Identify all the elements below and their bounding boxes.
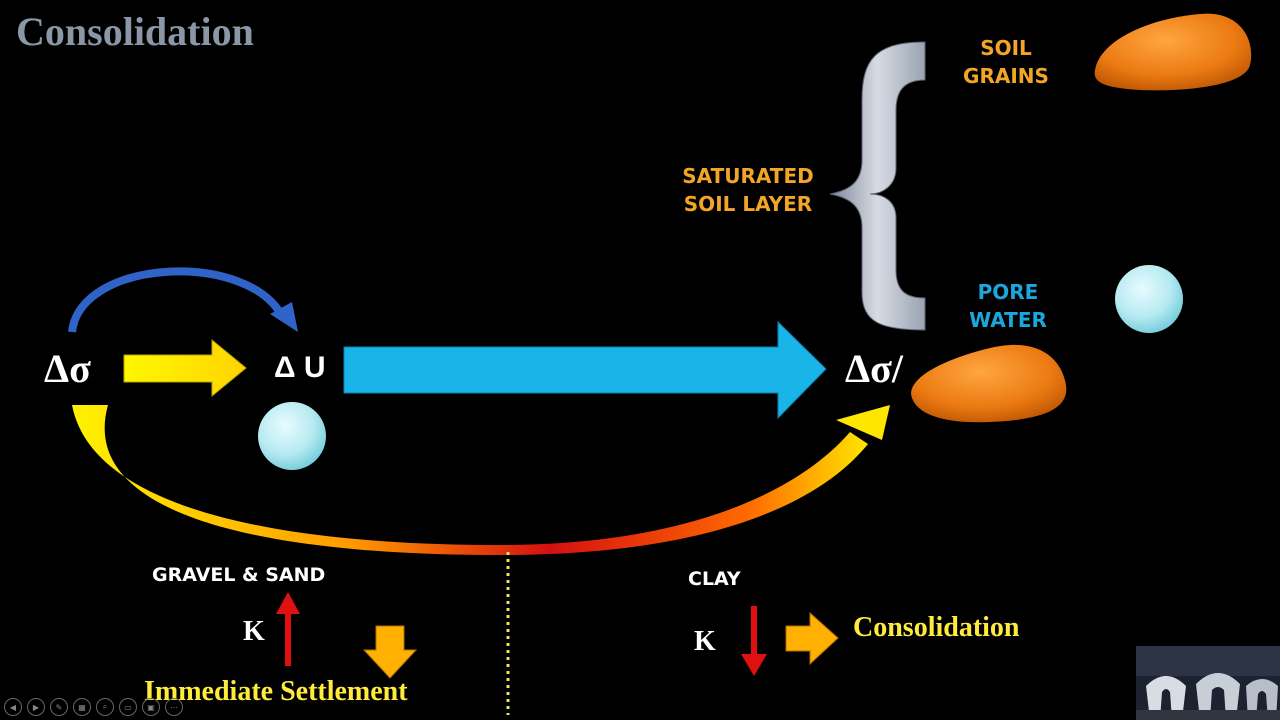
gravel-sand-label: GRAVEL & SAND	[152, 564, 326, 586]
prev-icon[interactable]: ◀	[4, 698, 22, 716]
curved-gradient-arrow	[72, 405, 890, 555]
orange-down-arrow-icon	[362, 625, 418, 679]
soil-grain-icon	[911, 344, 1067, 423]
consolidation-result-label: Consolidation	[853, 612, 1020, 643]
k-up-arrow-icon	[276, 592, 300, 666]
blue-curved-arrow	[68, 267, 298, 333]
delta-sigma-prime-label: Δσ/	[845, 346, 903, 391]
slides-icon[interactable]: ▦	[73, 698, 91, 716]
soil-grains-line2: GRAINS	[963, 64, 1049, 88]
more-icon[interactable]: ⋯	[165, 698, 183, 716]
pen-icon[interactable]: ✎	[50, 698, 68, 716]
next-icon[interactable]: ▶	[27, 698, 45, 716]
immediate-settlement-label: Immediate Settlement	[144, 676, 408, 707]
k-right-label: K	[694, 626, 716, 657]
big-cyan-arrow-icon	[343, 320, 827, 420]
saturated-line1: SATURATED	[682, 164, 814, 188]
k-left-label: K	[243, 616, 265, 647]
k-down-arrow-icon	[741, 606, 767, 676]
curly-brace-icon	[829, 41, 926, 331]
soil-grains-label: SOIL GRAINS	[950, 34, 1062, 90]
pore-water-line2: WATER	[969, 308, 1047, 332]
soil-grains-line1: SOIL	[980, 36, 1032, 60]
pore-water-label: PORE WATER	[960, 278, 1056, 334]
zoom-icon[interactable]: ⌕	[96, 698, 114, 716]
pore-water-bubble-icon	[1115, 265, 1183, 333]
soil-grain-top-icon	[1094, 13, 1252, 91]
yellow-arrow-icon	[123, 338, 247, 398]
saturated-soil-layer-label: SATURATED SOIL LAYER	[672, 162, 824, 218]
slide-title: Consolidation	[16, 9, 254, 54]
presentation-controls: ◀ ▶ ✎ ▦ ⌕ ▭ ▣ ⋯	[4, 698, 183, 716]
water-bubble-icon	[258, 402, 326, 470]
clay-label: CLAY	[688, 568, 741, 590]
webcam-thumbnail	[1136, 646, 1280, 720]
delta-sigma-label: Δσ	[44, 346, 91, 391]
orange-right-arrow-icon	[785, 611, 839, 666]
saturated-line2: SOIL LAYER	[683, 192, 813, 216]
subtitles-icon[interactable]: ▭	[119, 698, 137, 716]
screen-icon[interactable]: ▣	[142, 698, 160, 716]
pore-water-line1: PORE	[977, 280, 1039, 304]
delta-u-label: Δ U	[274, 351, 326, 384]
